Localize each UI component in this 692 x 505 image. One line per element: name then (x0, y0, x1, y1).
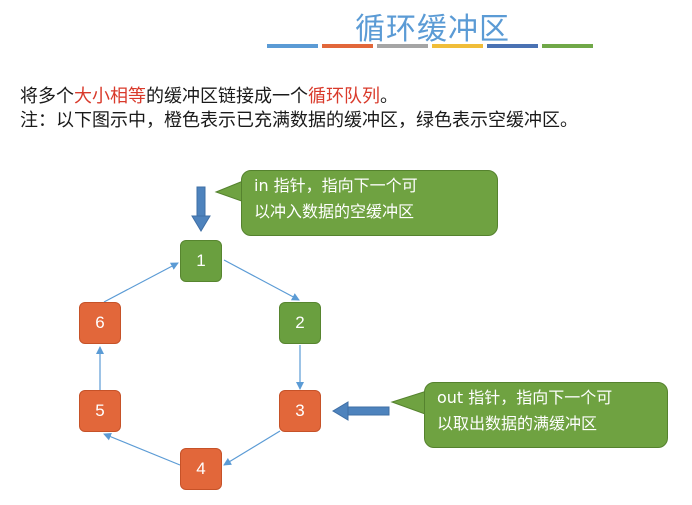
callout-out-line-2: 以取出数据的满缓冲区 (437, 414, 598, 433)
arrow-3-to-4 (223, 430, 281, 466)
arrow-1-to-2 (223, 259, 300, 301)
underline-bar-orange (322, 44, 373, 48)
buffer-node-6: 6 (79, 302, 121, 344)
callout-in-line-1: in 指针，指向下一个可 (254, 176, 418, 195)
callout-out-pointer: out 指针，指向下一个可 以取出数据的满缓冲区 (424, 382, 668, 448)
underline-bar-darkblue (487, 44, 538, 48)
page-title: 循环缓冲区 (355, 12, 510, 47)
intro-text: 。 (380, 86, 398, 107)
callout-in-pointer: in 指针，指向下一个可 以冲入数据的空缓冲区 (241, 170, 498, 236)
intro-line-2: 注：以下图示中，橙色表示已充满数据的缓冲区，绿色表示空缓冲区。 (20, 110, 578, 131)
arrow-6-to-1 (103, 262, 179, 303)
underline-bar-blue (267, 44, 318, 48)
arrow-4-to-5 (103, 432, 181, 466)
underline-bar-green (542, 44, 593, 48)
callout-out-line-1: out 指针，指向下一个可 (437, 388, 613, 407)
intro-text: 将多个 (20, 86, 74, 107)
callout-in-line-2: 以冲入数据的空缓冲区 (254, 202, 415, 221)
buffer-node-1: 1 (180, 240, 222, 282)
buffer-node-3: 3 (279, 390, 321, 432)
underline-bar-gray (377, 44, 428, 48)
buffer-node-4: 4 (180, 448, 222, 490)
intro-text: 的缓冲区链接成一个 (146, 86, 308, 107)
buffer-node-2: 2 (279, 302, 321, 344)
title-underline-bars (267, 44, 593, 48)
buffer-node-5: 5 (79, 390, 121, 432)
intro-line-1: 将多个大小相等的缓冲区链接成一个循环队列。 (20, 82, 398, 108)
out-pointer-arrow (332, 401, 390, 421)
in-pointer-arrow (191, 186, 211, 232)
intro-highlight-circular-queue: 循环队列 (308, 86, 380, 107)
underline-bar-yellow (432, 44, 483, 48)
intro-highlight-equal-size: 大小相等 (74, 86, 146, 107)
